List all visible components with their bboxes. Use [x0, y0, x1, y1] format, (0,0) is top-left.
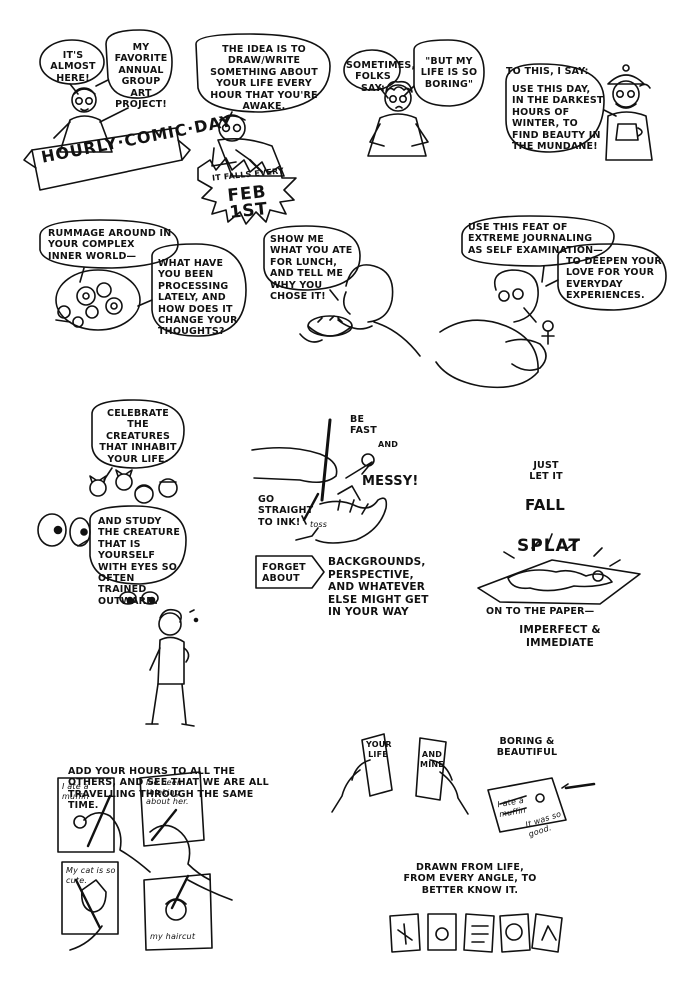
and-mine-text: and mine	[420, 750, 444, 769]
sheet-2-text: Ive been thinking about her.	[146, 778, 189, 807]
panel-4-intro: To this, I say:	[506, 66, 589, 77]
boring-beautiful-text: Boring & beautiful	[496, 736, 558, 759]
go-straight-text: Go straight to ink!	[258, 494, 314, 528]
panel-5-speech-right: What have you been processing lately, an…	[158, 258, 238, 338]
thumbnail-page-icon-4	[499, 913, 531, 953]
pencil-icon	[302, 492, 320, 522]
panel-1-speech-left: It's almost here!	[50, 50, 96, 84]
panel-6-speech: Show me what you ate for lunch, and tell…	[270, 234, 353, 302]
sheet-icon	[57, 777, 115, 853]
cat-sketch-icon	[80, 879, 107, 913]
panel-3-speech-right: "But my life is so BORING"	[420, 56, 478, 90]
just-let-it-text: Just let it	[529, 460, 563, 483]
toss-text: toss	[310, 520, 328, 529]
imperfect-text: Imperfect & immediate	[519, 624, 601, 649]
person-looking-close-icon	[435, 269, 555, 389]
panel-7-art	[435, 215, 667, 389]
panel-12-art	[331, 733, 596, 833]
panel-3-art	[343, 39, 485, 157]
cat-face-icon	[89, 469, 133, 497]
messy-text: MESSY!	[362, 474, 419, 489]
thumbnail-page-icon	[389, 913, 421, 953]
your-life-text: Your life	[366, 740, 392, 759]
panel-13-art	[389, 913, 563, 953]
panel-2-speech: The idea is to draw/write something abou…	[210, 44, 318, 112]
journal-sheet-icon	[487, 777, 567, 833]
panel-6-art	[263, 225, 421, 357]
starburst-icon	[197, 157, 297, 225]
friend-face-icon-2	[158, 478, 178, 498]
head-with-gears-icon	[55, 269, 141, 331]
panel-4-art	[505, 63, 653, 161]
panel-4-speech: USE this day, in the darkest hours of wi…	[512, 84, 604, 152]
panel-3-speech-left: Sometimes, folks say:	[346, 60, 416, 94]
person-standing-icon	[145, 608, 195, 727]
pen-icon	[320, 418, 332, 502]
friend-face-icon	[134, 484, 154, 504]
forget-list-text: Backgrounds, perspective, and whatever e…	[328, 556, 429, 619]
and-text: and	[378, 440, 399, 449]
sheet-4-text: my haircut	[150, 932, 196, 941]
panel-7-speech-right: to deepen your love for your everyday ex…	[566, 256, 662, 302]
forget-about-label: Forget about	[262, 562, 306, 585]
panel-11-art	[57, 771, 233, 951]
panel-7-speech-top: USE this feat of extreme journaling as S…	[468, 222, 603, 256]
panel-5-speech-top: Rummage around in your complex INNER wor…	[48, 228, 172, 262]
big-eyes-icon	[37, 513, 91, 547]
be-fast-text: Be fast	[350, 414, 377, 437]
panel-8-art	[37, 399, 199, 727]
artist-drawing-icon	[211, 114, 285, 177]
panel-5-art	[39, 219, 247, 337]
panel-2-art	[195, 33, 331, 225]
panel-9-art	[251, 418, 388, 589]
page-right-icon	[415, 737, 447, 801]
page-left-icon	[361, 733, 393, 797]
panel-1-art	[23, 29, 191, 191]
person-curly-hair-icon	[367, 80, 429, 157]
fall-text: FALL	[524, 496, 566, 514]
thumbnail-page-icon-3	[463, 913, 495, 953]
sheet-3-text: My cat is so cute.	[66, 866, 116, 885]
panel-10-art	[477, 533, 641, 605]
thumbnail-page-icon-2	[427, 913, 457, 951]
sheet-icon-2	[139, 771, 205, 847]
onto-paper-text: On to the paper—	[486, 606, 595, 617]
arrow-box-icon	[255, 555, 325, 589]
drawn-from-life-caption: Drawn from life, from every angle, to be…	[403, 862, 537, 896]
panel-11-line-1: Add your hours to all the others, and se…	[68, 766, 269, 812]
person-with-beanie-icon	[605, 64, 653, 161]
panel-8-speech-bottom: And study the creature that is YOURSELF …	[98, 516, 181, 607]
panel-1-speech-right: My favorite annual group art project!	[114, 42, 168, 110]
doodle-figure-icon	[345, 461, 373, 479]
marker-icon	[564, 782, 596, 790]
sheet-1-text: I ate a muffin	[62, 782, 89, 801]
panel-8-speech-top: Celebrate the creatures that inhabit you…	[99, 408, 177, 465]
paper-sheet-icon	[477, 559, 641, 605]
sheet-icon-3	[61, 861, 119, 935]
tiny-person-icon	[542, 320, 554, 332]
person-with-glasses-icon	[53, 87, 129, 153]
thumbnail-page-icon-5	[531, 913, 563, 953]
mug-icon	[615, 123, 639, 141]
splat-text: SPLAT	[517, 536, 581, 556]
